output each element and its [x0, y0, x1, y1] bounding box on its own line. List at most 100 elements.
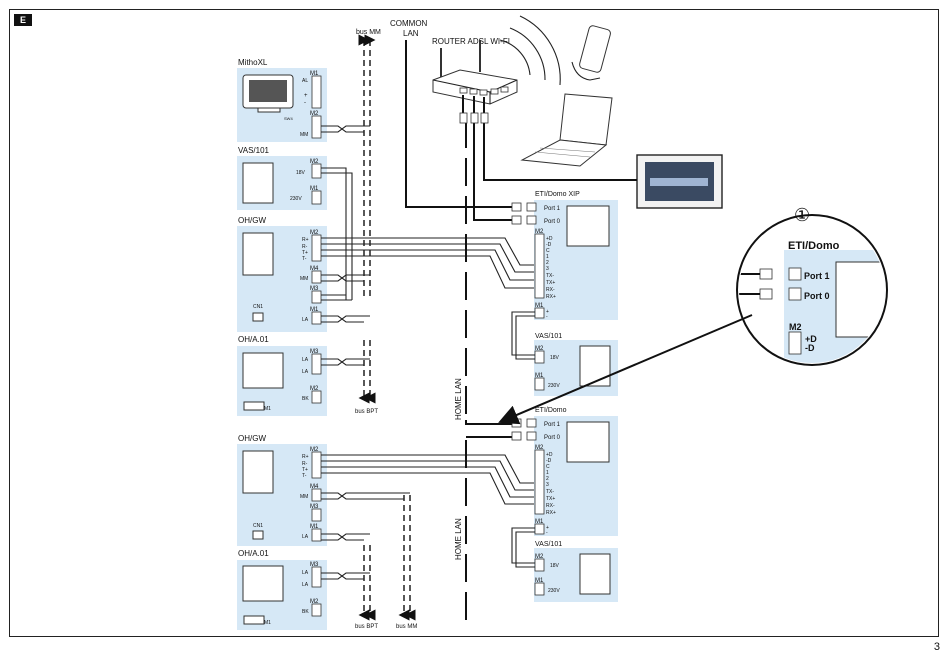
- oha01-a-m3-terminal: [311, 353, 322, 375]
- terminal-label: SW4: [284, 116, 293, 121]
- terminal-label: LA: [302, 582, 309, 588]
- terminal-label: M1: [264, 406, 271, 412]
- vas-a-device: [242, 162, 274, 204]
- terminal-label: C: [546, 464, 550, 470]
- oha01-b-title: OH/A.01: [238, 549, 269, 558]
- terminal-label: M1: [310, 71, 319, 77]
- terminal-label: Port 1: [544, 422, 561, 428]
- common-lan-label-2: LAN: [403, 29, 419, 38]
- terminal-label: 18V: [550, 563, 560, 569]
- terminal-label: M2: [535, 445, 544, 451]
- terminal-label: RX-: [546, 503, 555, 509]
- ohgw-b-m1-terminal: [311, 528, 322, 542]
- bus-mm-top-lines: [358, 34, 376, 300]
- ohgw-a-title: OH/GW: [238, 216, 266, 225]
- eti-top-m1-terminal: [534, 307, 545, 319]
- callout-port0: Port 0: [804, 291, 830, 301]
- terminal-label: M3: [310, 286, 319, 292]
- vas-top-device: [579, 345, 611, 387]
- terminal-label: C: [546, 248, 550, 254]
- ohgw-a-m1-terminal: [311, 311, 322, 325]
- terminal-label: M1: [535, 519, 544, 525]
- callout-pd: +D: [805, 334, 817, 344]
- callout-title: ETI/Domo: [788, 240, 840, 252]
- vas-a-m2-terminal: [311, 163, 322, 179]
- section-badge: E: [14, 14, 32, 26]
- terminal-label: 18V: [550, 355, 560, 361]
- vas-a-title: VAS/101: [238, 146, 270, 155]
- terminal-label: RX+: [546, 294, 556, 300]
- terminal-label: M3: [310, 504, 319, 510]
- terminal-label: M1: [535, 303, 544, 309]
- eti-bottom-port0-jack: [526, 431, 537, 441]
- vas-top-m1-terminal: [534, 377, 545, 391]
- terminal-label: Port 0: [544, 435, 561, 441]
- bus-mm-top-label: bus MM: [356, 29, 381, 36]
- terminal-label: M2: [310, 230, 319, 236]
- lan-cables: [405, 40, 637, 438]
- terminal-label: Port 0: [544, 219, 561, 225]
- callout-zoom: ETI/Domo Port 1 Port 0 M2 +D -D ①: [498, 205, 888, 425]
- eti-bottom-m2-terminal: [534, 449, 545, 515]
- callout-md: -D: [805, 343, 815, 353]
- terminal-label: +: [304, 93, 308, 99]
- vas-a-m1-terminal: [311, 190, 322, 205]
- eti-top-port0-jack: [526, 215, 537, 225]
- terminal-label: 1: [546, 470, 549, 476]
- ohgw-a-cn1-connector: [252, 312, 264, 322]
- terminal-label: LA: [302, 317, 309, 323]
- eti-bottom-m1-terminal: [534, 523, 545, 535]
- mithoxl-title: MithoXL: [238, 58, 268, 67]
- eti-top-port1-plug: [511, 202, 522, 212]
- terminal-label: RX+: [546, 510, 556, 516]
- terminal-label: MM: [300, 132, 308, 138]
- oha01-b-m3-terminal: [311, 566, 322, 588]
- terminal-label: M1: [535, 373, 544, 379]
- eti-bottom-pin-labels: +D -D C 1 2 3 TX- TX+ RX- RX+: [546, 452, 556, 516]
- oha01-b-m1-connector: [243, 615, 265, 625]
- terminal-label: 3: [546, 482, 549, 488]
- oha01-a-title: OH/A.01: [238, 335, 269, 344]
- terminal-label: LA: [302, 570, 309, 576]
- home-lan-label-bottom: HOME LAN: [454, 518, 463, 560]
- vas-top-title: VAS/101: [535, 333, 562, 340]
- oha01-a-m2-terminal: [311, 390, 322, 404]
- ohgw-b-device: [242, 450, 274, 494]
- eti-top-port0-plug: [511, 215, 522, 225]
- eti-top-pin-labels: +D -D C 1 2 3 TX- TX+ RX- RX+: [546, 236, 556, 300]
- terminal-label: M2: [310, 159, 319, 165]
- terminal-label: M1: [310, 307, 319, 313]
- left-top-wiring: [321, 125, 534, 366]
- oha01-b-device: [242, 565, 284, 602]
- terminal-label: R+: [302, 237, 309, 243]
- eti-bottom-port0-plug: [511, 431, 522, 441]
- smartphone-icon: [571, 25, 611, 81]
- terminal-label: T+: [302, 467, 308, 473]
- terminal-label: M3: [310, 349, 319, 355]
- terminal-label: T+: [302, 250, 308, 256]
- laptop-icon: [520, 93, 613, 167]
- ohgw-b-title: OH/GW: [238, 434, 266, 443]
- terminal-label: MM: [300, 276, 308, 282]
- eti-top-m2-terminal: [534, 233, 545, 299]
- callout-number: ①: [794, 205, 810, 225]
- mithoxl-m1-terminal: [311, 75, 322, 109]
- ohgw-a-m4-terminal: [311, 270, 322, 284]
- ohgw-b-cn1-connector: [252, 530, 264, 540]
- page-frame: [9, 9, 939, 637]
- terminal-label: M2: [310, 111, 319, 117]
- eti-bottom-port1-jack: [526, 418, 537, 428]
- terminal-label: 230V: [290, 196, 302, 202]
- router-icon: [432, 15, 561, 105]
- terminal-label: 230V: [548, 588, 560, 594]
- vas-bottom-m1-terminal: [534, 582, 545, 596]
- callout-port1: Port 1: [804, 271, 830, 281]
- terminal-label: -: [546, 530, 548, 536]
- terminal-label: M2: [310, 386, 319, 392]
- terminal-label: R-: [302, 244, 308, 250]
- ohgw-a-m2-terminal: [311, 234, 322, 262]
- terminal-label: TX-: [546, 489, 554, 495]
- bus-bpt-top-label: bus BPT: [355, 409, 378, 415]
- terminal-label: 1: [546, 254, 549, 260]
